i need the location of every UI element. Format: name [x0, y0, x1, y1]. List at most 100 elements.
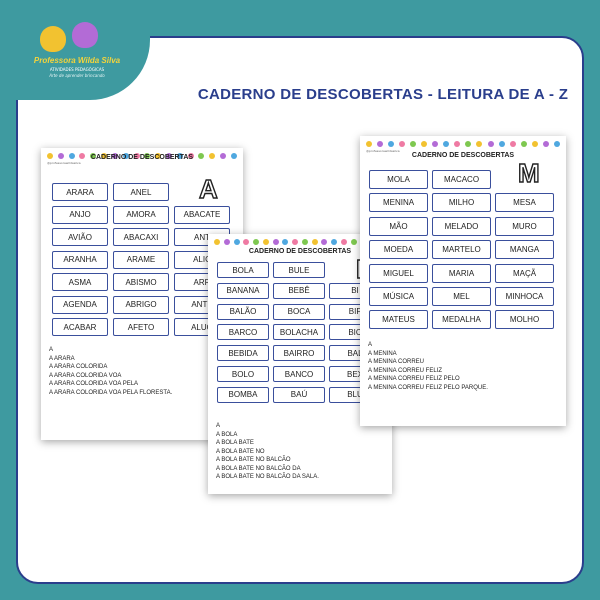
word-box: MENINA [369, 193, 428, 213]
word-box: ANEL [113, 183, 169, 201]
word-box: BALÃO [217, 303, 269, 320]
worksheet-letter-m: @professorawildasilva CADERNO DE DESCOBE… [360, 136, 566, 426]
sentence-line: A ARARA [49, 355, 75, 362]
hand-icon [79, 153, 86, 159]
sentence-line: A MENINA CORREU FELIZ PELO PARQUE. [368, 384, 488, 391]
word-box: MOLHO [495, 310, 554, 330]
hand-icon [243, 239, 250, 245]
sentence-line: A BOLA BATE NO [216, 448, 265, 455]
sentence-line: A ARARA COLORIDA [49, 364, 108, 370]
brand-subtitle: ATIVIDADES PEDAGÓGICAS [49, 67, 105, 72]
brand-tagline: Arte de aprender brincando [49, 73, 105, 78]
word-box: MATEUS [369, 310, 428, 330]
word-box: AFETO [113, 318, 169, 336]
hand-icon [292, 239, 298, 245]
sentence-line: A [368, 342, 373, 348]
hand-icon [233, 239, 240, 245]
hand-icon [262, 239, 269, 245]
hand-icon [90, 153, 97, 159]
word-box: BAÚ [273, 386, 325, 403]
word-box: BEBÊ [273, 282, 325, 299]
word-box: MEL [432, 287, 491, 306]
hand-icon [454, 141, 461, 147]
hand-icon [214, 239, 220, 245]
word-box: BANANA [217, 282, 269, 299]
hand-icon [198, 153, 205, 159]
purple-hand-icon [72, 22, 98, 48]
word-box: BULE [273, 262, 325, 278]
sentence-list: A A BOLA A BOLA BATE A BOLA BATE NO A BOLA B… [216, 422, 319, 482]
word-box: MILHO [432, 193, 491, 213]
hand-icon [272, 239, 279, 245]
word-box: BOLA [217, 262, 269, 278]
hand-icon [311, 239, 318, 245]
word-box: ABACATE [174, 205, 230, 224]
hand-icon [331, 239, 337, 245]
sentence-line: A BOLA [216, 431, 238, 438]
hand-icon [209, 153, 216, 159]
hand-icon [47, 153, 53, 159]
sheet-handle: @professorawildasilva [366, 149, 400, 153]
word-box: MIGUEL [369, 263, 428, 283]
word-box: MÃO [369, 216, 428, 236]
big-letter: A [198, 173, 218, 204]
word-box: MESA [495, 193, 554, 213]
word-box: MINHOCA [495, 287, 554, 306]
word-box: ABACAXI [113, 228, 169, 246]
yellow-hand-icon [40, 26, 66, 52]
hand-icon [350, 239, 357, 245]
word-box: ANJO [52, 205, 108, 224]
hand-icon [230, 153, 237, 159]
word-box: MARIA [432, 263, 491, 283]
word-box: MÚSICA [369, 287, 428, 306]
hand-icon [220, 153, 226, 159]
brand-name: Professora Wilda Silva [33, 56, 121, 65]
hand-icon [476, 141, 483, 147]
hand-icon [531, 141, 538, 147]
word-box: ARAME [113, 250, 169, 269]
hand-icon [432, 141, 439, 147]
sheet-title: CADERNO DE DESCOBERTAS [248, 248, 352, 255]
hand-icon [282, 239, 289, 245]
hand-icon [399, 141, 406, 147]
sentence-line: A BOLA BATE NO BALCÃO DA SALA. [216, 474, 319, 480]
hand-icon [421, 141, 428, 147]
hand-icon [553, 141, 560, 147]
hand-icon [122, 153, 129, 159]
sheet-title: CADERNO DE DESCOBERTAS [90, 154, 194, 161]
sentence-line: A [216, 423, 221, 429]
hand-icon [223, 239, 230, 245]
word-box: BEBIDA [217, 345, 269, 362]
word-box: ARARA [52, 183, 108, 201]
word-box: MACACO [432, 170, 491, 189]
word-box: BOLO [217, 366, 269, 382]
sentence-line: A MENINA [368, 350, 397, 357]
hand-icon [366, 141, 372, 147]
sentence-line: A BOLA BATE [216, 440, 254, 446]
hand-icon [165, 153, 172, 159]
hand-icon [498, 141, 505, 147]
sentence-line: A BOLA BATE NO BALCÃO DA [216, 465, 301, 472]
worksheet-letter-b: CADERNO DE DESCOBERTAS B BOLABULEBANANAB… [208, 234, 392, 494]
word-box: MURO [495, 216, 554, 236]
hand-icon [68, 153, 75, 159]
sentence-line: A MENINA CORREU FELIZ PELO [368, 376, 460, 382]
hands-decoration [366, 141, 560, 148]
sentence-line: A ARARA COLORIDA VOA [49, 372, 122, 379]
sentence-line: A [49, 347, 54, 353]
word-box: ABISMO [113, 273, 169, 291]
word-box: MARTELO [432, 240, 491, 260]
word-box: AGENDA [52, 295, 108, 314]
word-box: BANCO [273, 366, 325, 382]
word-box: AMORA [113, 205, 169, 224]
hands-decoration [47, 153, 237, 160]
hand-icon [321, 239, 328, 245]
word-box: MEDALHA [432, 310, 491, 330]
word-box: MANGA [495, 240, 554, 260]
hand-icon [176, 153, 183, 159]
big-letter: M [517, 157, 540, 188]
word-box: ABRIGO [113, 295, 169, 314]
word-box: ACABAR [52, 318, 108, 336]
word-box: ARANHA [52, 250, 108, 269]
